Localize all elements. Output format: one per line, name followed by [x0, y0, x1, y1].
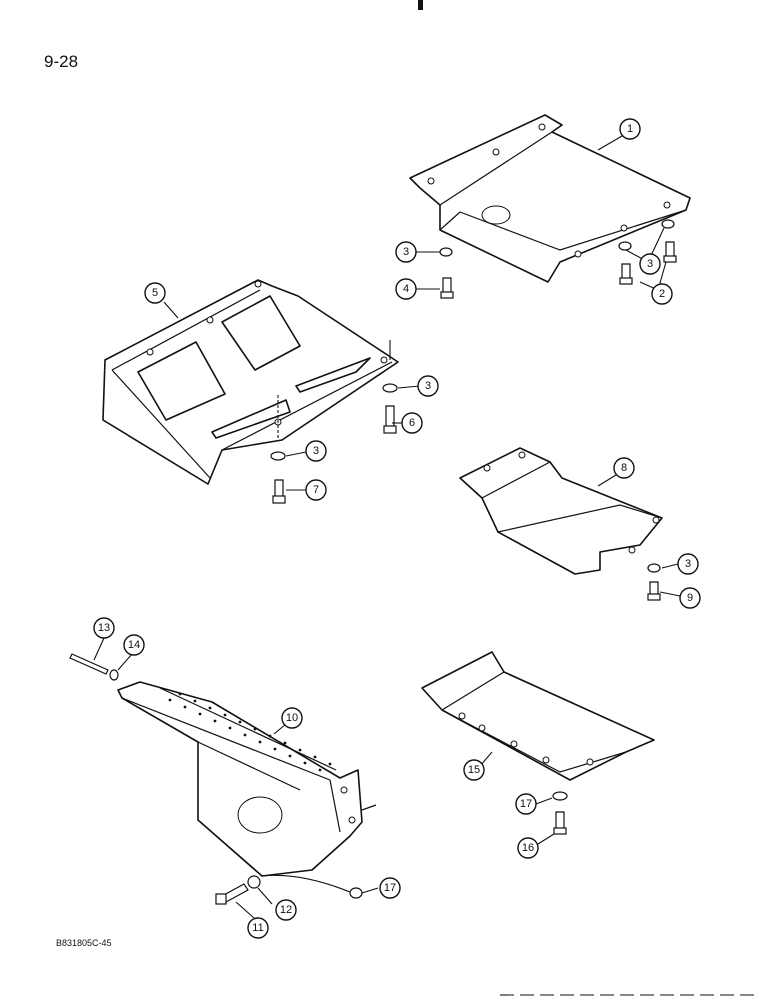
svg-text:6: 6 — [409, 417, 415, 429]
svg-text:3: 3 — [685, 558, 691, 570]
callout-4: 4 — [395, 278, 417, 300]
callout-13: 13 — [93, 617, 115, 639]
figure-code: B831805C-45 — [56, 938, 112, 948]
shield-part-5 — [102, 279, 399, 485]
callout-15: 15 — [463, 759, 485, 781]
callout-7: 7 — [305, 479, 327, 501]
callout-1: 1 — [619, 118, 641, 140]
svg-text:16: 16 — [522, 842, 534, 854]
callout-14: 14 — [123, 634, 145, 656]
svg-text:11: 11 — [252, 922, 263, 934]
svg-text:4: 4 — [403, 283, 409, 295]
callout-10: 10 — [281, 707, 303, 729]
svg-text:1: 1 — [627, 123, 633, 135]
shield-part-8 — [459, 447, 663, 575]
callout-11: 11 — [247, 917, 269, 939]
svg-text:14: 14 — [128, 639, 140, 651]
svg-text:5: 5 — [152, 287, 158, 299]
svg-text:13: 13 — [98, 622, 110, 634]
callout-12: 12 — [275, 899, 297, 921]
svg-text:17: 17 — [384, 882, 396, 894]
svg-text:3: 3 — [425, 380, 431, 392]
page-number: 9-28 — [44, 52, 79, 71]
callout-3: 3 — [639, 253, 661, 275]
shield-part-15 — [421, 651, 655, 781]
svg-text:12: 12 — [280, 904, 292, 916]
svg-text:3: 3 — [313, 445, 319, 457]
callout-3: 3 — [395, 241, 417, 263]
callout-16: 16 — [517, 837, 539, 859]
callout-9: 9 — [679, 587, 701, 609]
leader-lines — [93, 135, 681, 919]
svg-text:10: 10 — [286, 712, 298, 724]
callout-6: 6 — [401, 412, 423, 434]
callout-17: 17 — [515, 793, 537, 815]
svg-text:3: 3 — [403, 246, 409, 258]
svg-text:15: 15 — [468, 764, 480, 776]
callout-2: 2 — [651, 283, 673, 305]
hardware — [69, 219, 677, 905]
svg-text:9: 9 — [687, 592, 693, 604]
callout-3: 3 — [677, 553, 699, 575]
callout-17: 17 — [379, 877, 401, 899]
callout-3: 3 — [417, 375, 439, 397]
step-part-10 — [117, 681, 377, 877]
svg-text:7: 7 — [313, 484, 319, 496]
svg-text:17: 17 — [520, 798, 532, 810]
shield-part-1 — [409, 114, 691, 283]
callout-5: 5 — [144, 282, 166, 304]
svg-text:8: 8 — [621, 462, 627, 474]
callout-3: 3 — [305, 440, 327, 462]
callout-8: 8 — [613, 457, 635, 479]
svg-text:2: 2 — [659, 288, 665, 300]
svg-text:3: 3 — [647, 258, 653, 270]
